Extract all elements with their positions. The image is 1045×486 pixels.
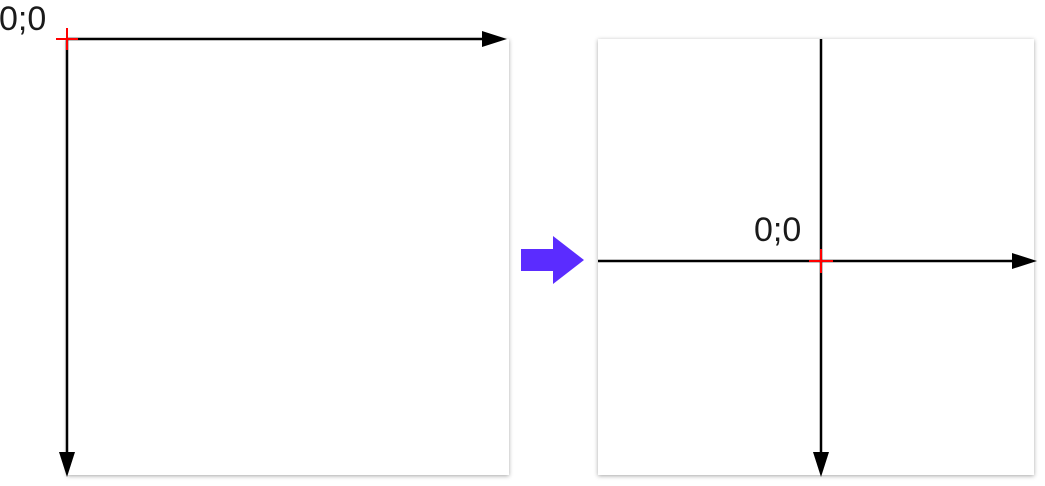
left-origin-marker-icon [56,28,78,50]
left-x-axis-arrowhead [482,31,507,47]
left-y-axis [59,39,75,477]
right-y-axis-arrowhead [813,452,829,477]
arrow-right-icon [521,236,584,284]
left-panel: 0;0 [0,0,509,477]
right-origin-marker-icon [809,249,833,273]
right-origin-label: 0;0 [754,211,801,249]
right-y-axis [813,39,829,477]
left-x-axis [67,31,507,47]
left-canvas [67,39,509,475]
right-x-axis [598,253,1037,269]
left-origin-label: 0;0 [0,0,46,38]
right-panel: 0;0 [598,39,1037,477]
left-y-axis-arrowhead [59,452,75,477]
right-canvas [598,39,1034,475]
right-x-axis-arrowhead [1012,253,1037,269]
